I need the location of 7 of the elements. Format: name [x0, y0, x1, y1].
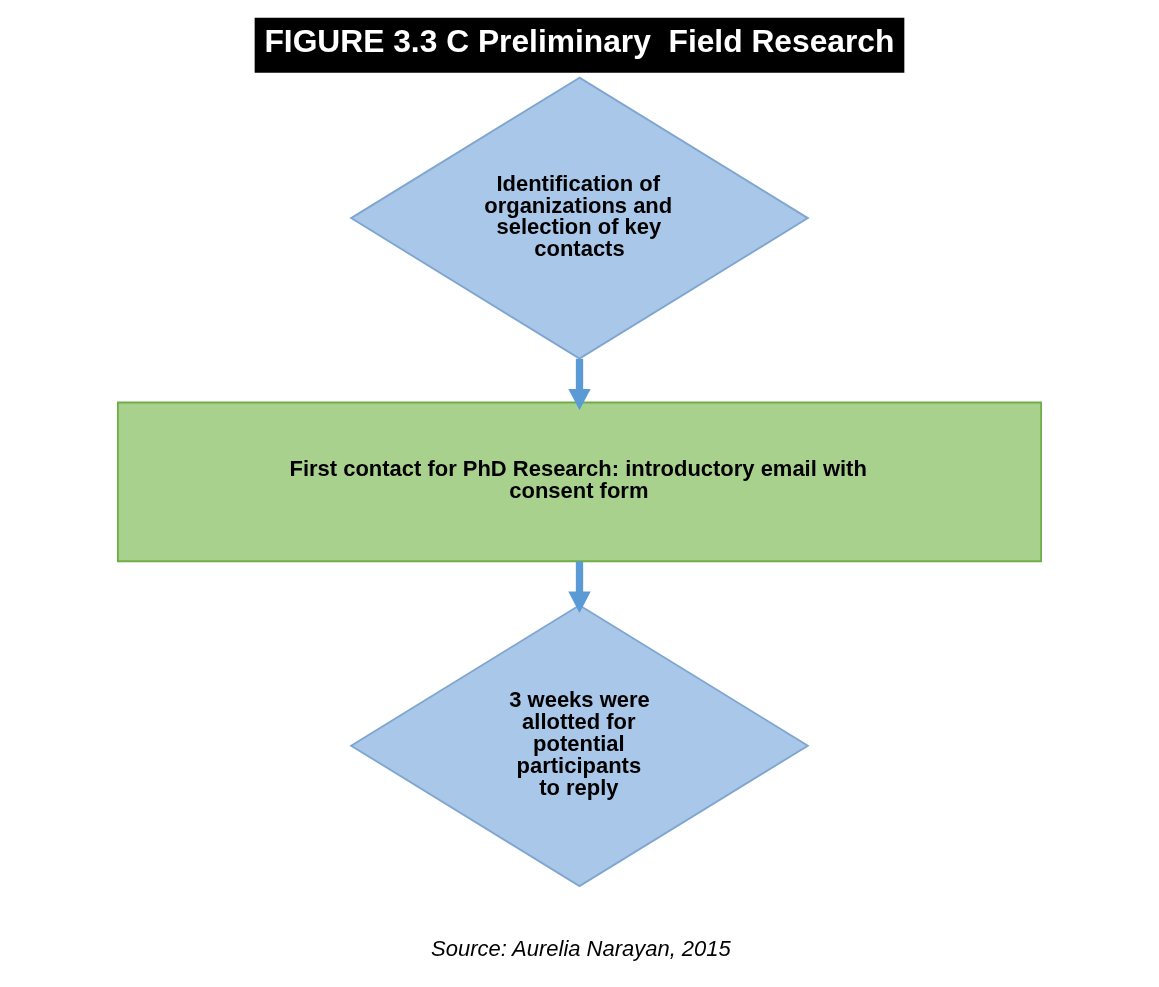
- arrow: [568, 561, 591, 613]
- node-diamond: Identification of organizations and selection of key contacts: [349, 76, 810, 360]
- node-diamond: 3 weeks were allotted for potential participants to reply: [349, 604, 810, 888]
- node-box: First contact for PhD Research: introductory email with consent form: [116, 401, 1043, 563]
- arrow: [568, 358, 591, 411]
- diagram-title: FIGURE 3.3 C Preliminary Field Research: [264, 23, 895, 60]
- caption: Source: Aurelia Narayan, 2015: [431, 936, 731, 962]
